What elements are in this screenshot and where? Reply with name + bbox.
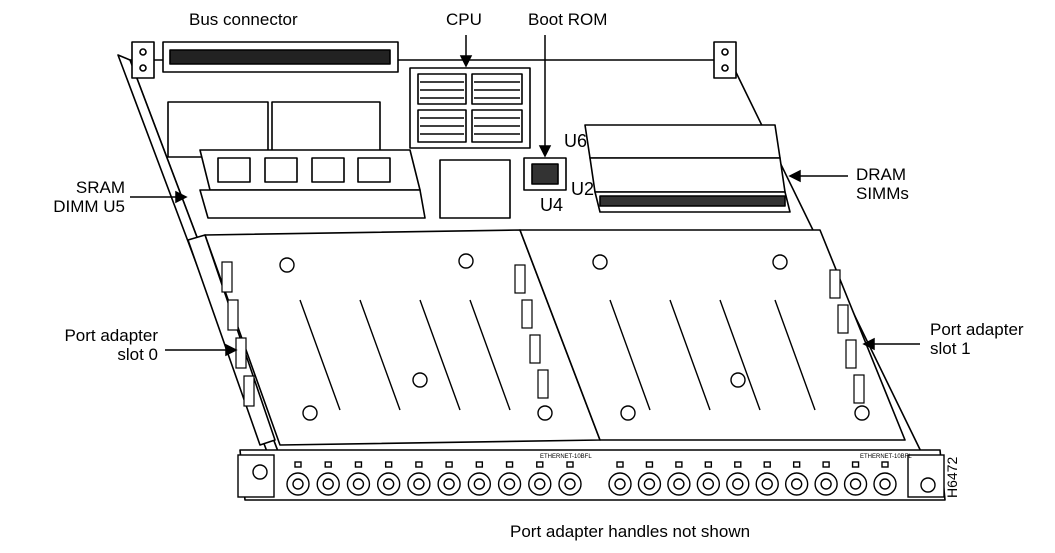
port-led — [822, 461, 830, 468]
port-connector-core — [614, 478, 626, 490]
faceplate-text-0: ETHERNET-10BFL — [540, 454, 592, 460]
port-connector-core — [503, 478, 516, 490]
port-connector-core — [382, 478, 395, 490]
port-led — [384, 461, 393, 468]
port-connector-core — [564, 478, 576, 490]
label-dram-line1: DRAM — [856, 165, 907, 184]
port-led — [354, 461, 363, 468]
port-led — [881, 461, 889, 468]
label-sram-line1: SRAM — [75, 178, 125, 197]
ports-slot-0 — [286, 461, 582, 496]
caption: Port adapter handles not shown — [510, 522, 751, 541]
port-led — [566, 461, 574, 468]
label-bus-connector: Bus connector — [189, 10, 298, 29]
port-led — [763, 461, 771, 468]
sram-dimm — [199, 149, 426, 219]
port-connector-core — [879, 478, 891, 490]
label-pa1-line1: Port adapter — [930, 320, 1024, 339]
label-sram: SRAM DIMM U5 — [33, 178, 125, 216]
port-connector-core — [761, 478, 773, 490]
board-chip-b — [271, 101, 381, 158]
port-connector-core — [292, 478, 304, 490]
label-boot-rom: Boot ROM — [528, 10, 608, 29]
port-connector-core — [322, 478, 334, 490]
port-connector-core — [820, 478, 832, 490]
faceplate-text-1: ETHERNET-10BFL — [860, 454, 912, 460]
port-led — [294, 461, 302, 468]
board-chip-c — [439, 159, 511, 219]
port-led — [851, 461, 860, 468]
port-led — [734, 461, 742, 468]
port-led — [616, 461, 624, 468]
port-led — [675, 461, 683, 468]
port-connector-core — [443, 478, 455, 490]
port-connector-core — [534, 478, 546, 490]
label-u4: U4 — [540, 195, 564, 215]
label-port-adapter-0: Port adapter slot 0 — [30, 326, 158, 364]
label-pa0-line1: Port adapter — [64, 326, 158, 345]
board-chip-a — [167, 101, 269, 158]
port-connector-core — [790, 478, 803, 490]
label-cpu: CPU — [446, 10, 482, 29]
cpu-heatsink — [409, 67, 531, 149]
port-connector-core — [702, 478, 715, 490]
figure-id: H6472 — [944, 456, 960, 498]
port-led — [536, 461, 544, 468]
label-sram-line2: DIMM U5 — [53, 197, 125, 216]
port-connector-core — [352, 478, 365, 490]
label-u2: U2 — [571, 179, 595, 199]
port-led — [645, 461, 654, 468]
port-led — [324, 461, 332, 468]
port-led — [445, 461, 453, 468]
mount-bracket-left — [131, 41, 155, 79]
port-connector-core — [732, 478, 744, 490]
port-connector-core — [413, 478, 425, 490]
label-pa0-line2: slot 0 — [117, 345, 158, 364]
label-pa1-line2: slot 1 — [930, 339, 971, 358]
port-led — [704, 461, 713, 468]
port-led — [415, 461, 423, 468]
port-led — [792, 461, 801, 468]
port-connector-core — [673, 478, 685, 490]
port-adapter-slot-1 — [519, 229, 906, 441]
faceplate — [239, 449, 946, 501]
label-u6: U6 — [564, 131, 588, 151]
mount-bracket-right — [713, 41, 737, 79]
port-led — [475, 461, 484, 468]
dram-simms — [584, 124, 791, 213]
port-connector-core — [849, 478, 862, 490]
ports-slot-1 — [608, 461, 897, 496]
port-connector-core — [643, 478, 656, 490]
label-dram: DRAM SIMMs — [856, 165, 909, 203]
label-dram-line2: SIMMs — [856, 184, 909, 203]
label-port-adapter-1: Port adapter slot 1 — [930, 320, 1024, 358]
port-led — [505, 461, 514, 468]
port-connector-core — [473, 478, 486, 490]
